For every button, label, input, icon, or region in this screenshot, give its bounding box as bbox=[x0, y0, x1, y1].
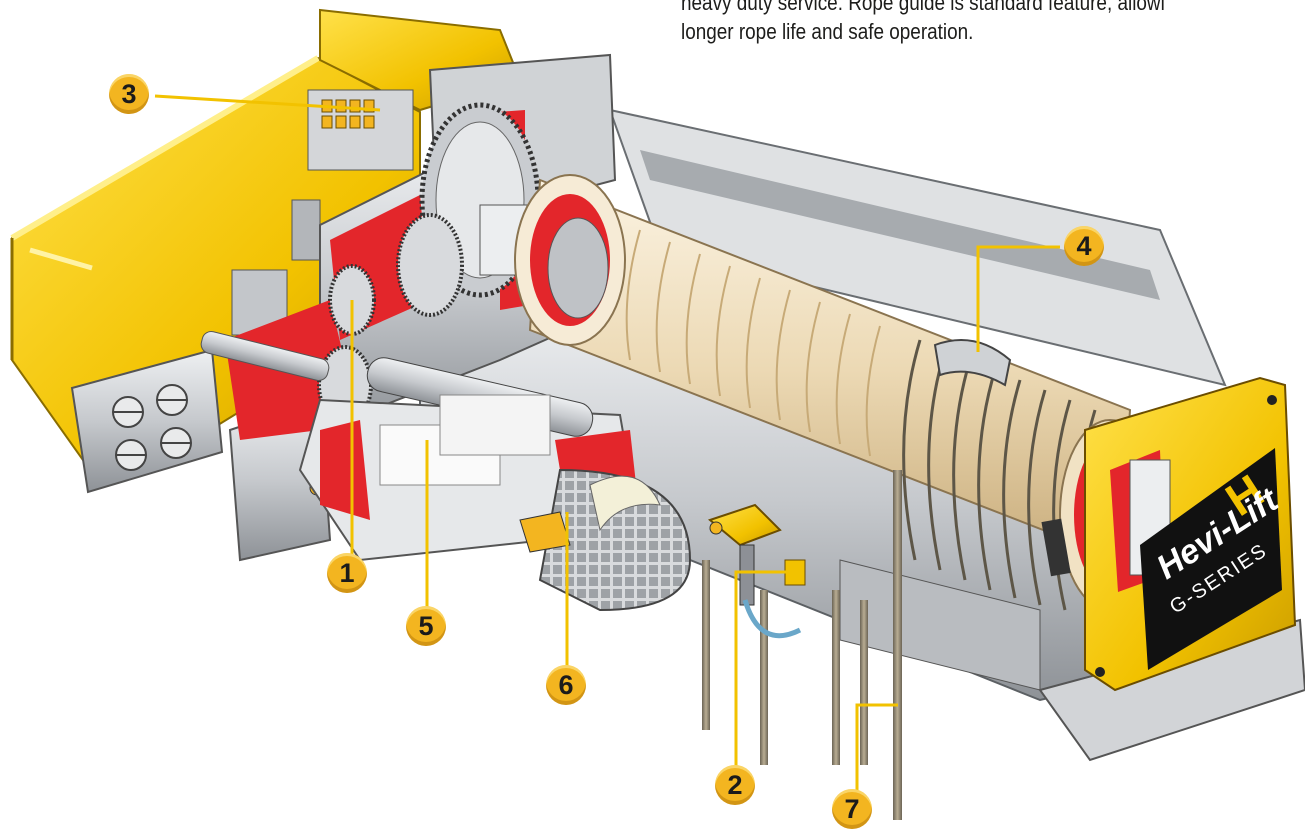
right-end-cover bbox=[1084, 376, 1297, 692]
callout-7: 7 bbox=[832, 789, 872, 829]
leader-line-3 bbox=[154, 94, 381, 112]
control-panel bbox=[231, 89, 414, 336]
callout-6: 6 bbox=[546, 665, 586, 705]
hoist-motor bbox=[298, 357, 692, 612]
callout-1: 1 bbox=[327, 553, 367, 593]
leader-line-7 bbox=[855, 703, 898, 796]
hanging-wire-ropes bbox=[702, 470, 902, 820]
left-end-plate bbox=[70, 348, 224, 494]
callout-2: 2 bbox=[715, 765, 755, 805]
brand-logo-panel bbox=[1140, 448, 1282, 670]
callout-4: 4 bbox=[1064, 226, 1104, 266]
rope-guide bbox=[933, 339, 1012, 387]
description-line-2: longer rope life and safe operation. bbox=[681, 19, 974, 44]
leader-lines bbox=[154, 94, 1060, 796]
leader-line-4 bbox=[976, 245, 1060, 352]
hoist-frame bbox=[228, 108, 1305, 762]
leader-line-2 bbox=[734, 570, 790, 770]
limit-switch bbox=[707, 503, 806, 639]
description-line-1: heavy duty service. Rope guide is standa… bbox=[681, 0, 1165, 15]
cable-gland-icon bbox=[112, 384, 192, 471]
callout-3: 3 bbox=[109, 74, 149, 114]
callout-5: 5 bbox=[406, 606, 446, 646]
motor-fan-cover bbox=[538, 468, 692, 612]
description-text: heavy duty service. Rope guide is standa… bbox=[681, 0, 1231, 46]
